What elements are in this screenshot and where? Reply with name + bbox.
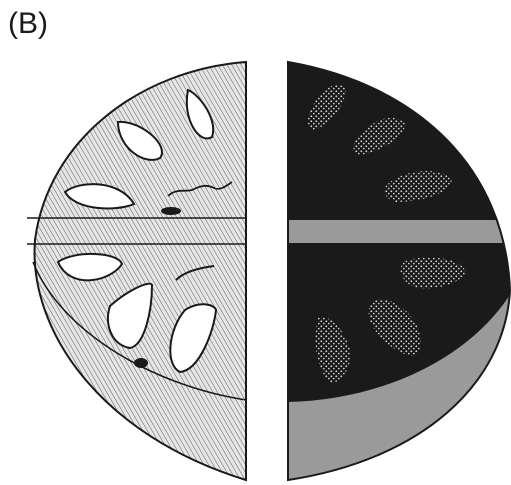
left-half-section	[27, 62, 246, 480]
dark-blob	[161, 207, 181, 215]
right-half-section	[288, 60, 511, 485]
gray-band	[288, 220, 511, 243]
dark-blob	[134, 358, 148, 368]
